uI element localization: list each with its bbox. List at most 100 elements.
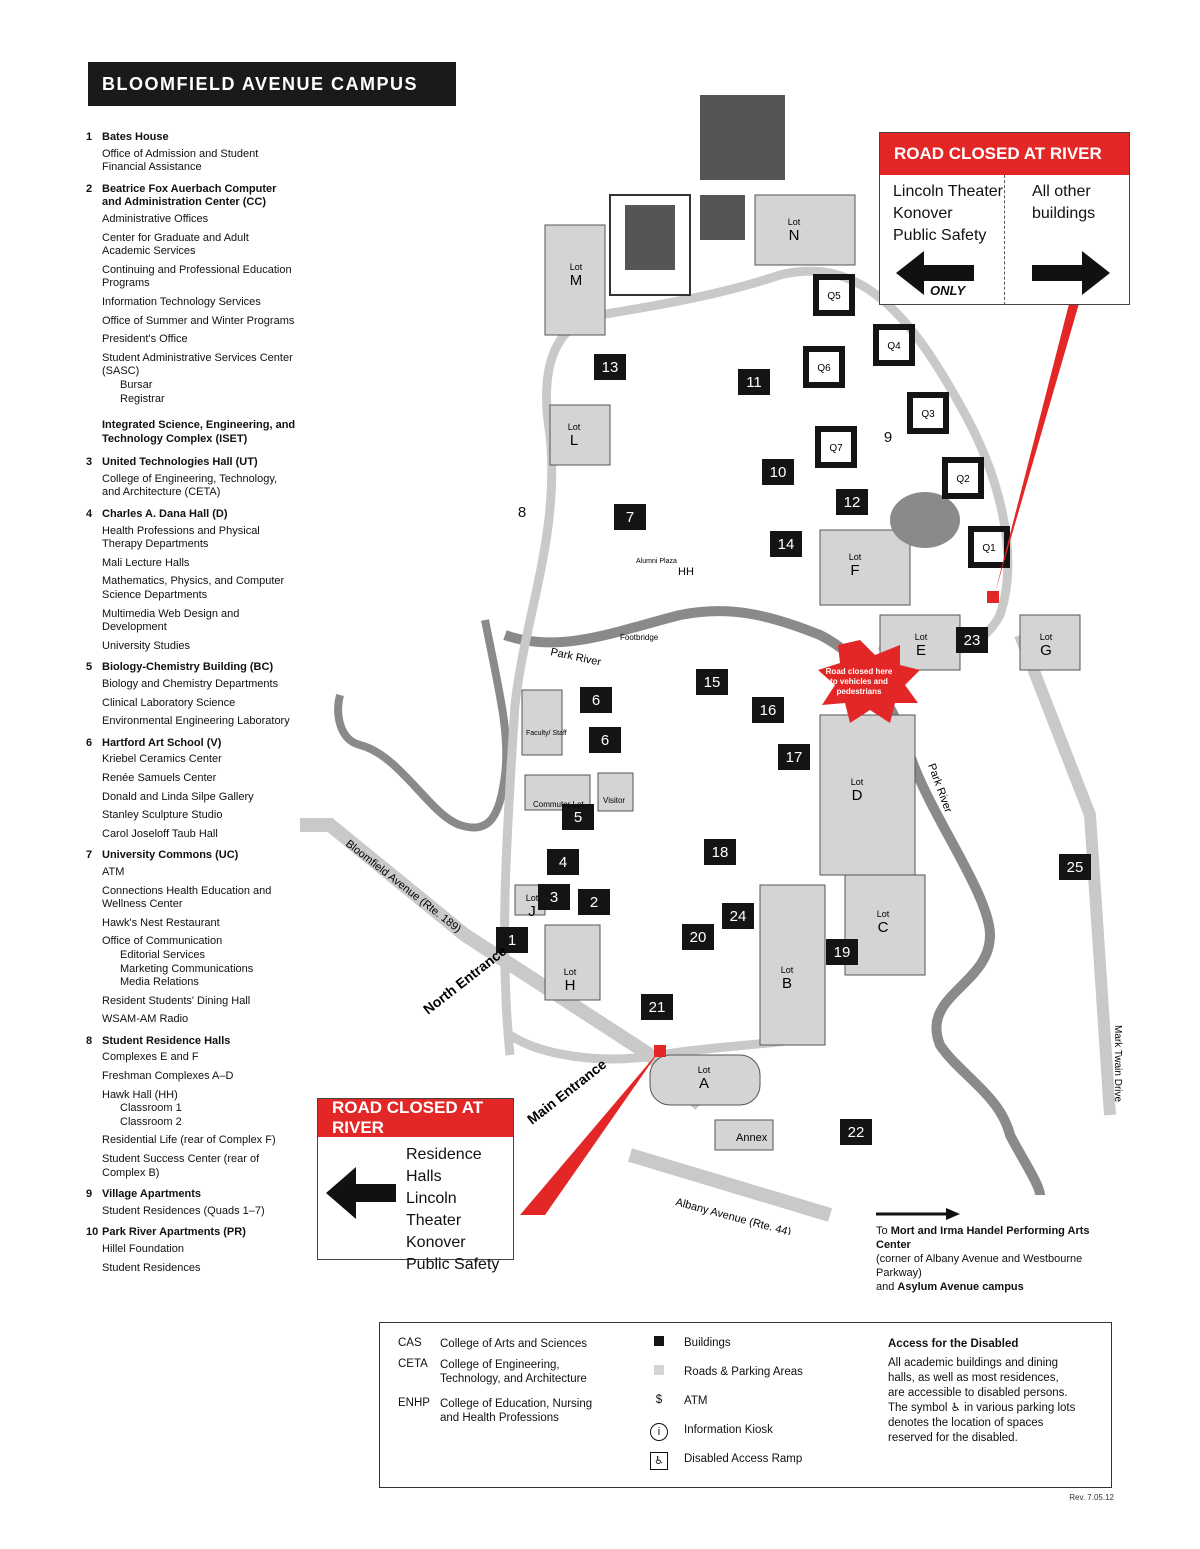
directory-entry-name: Hartford Art School (V) (102, 736, 222, 749)
building-shape (578, 889, 610, 915)
building-17: 17 (778, 744, 810, 770)
road-closed-burst-text: Road closed here (826, 667, 893, 676)
directory-item: Carol Joseloff Taub Hall (102, 827, 218, 840)
building-number: 16 (760, 702, 777, 719)
lot-d (819, 714, 916, 876)
lot-k-faculty (521, 689, 563, 756)
quad-shape (813, 274, 855, 316)
directory-item: Mali Lecture Halls (102, 556, 190, 569)
building-number: 4 (559, 854, 567, 871)
directory-entry-number: 6 (86, 736, 93, 749)
directory-entry-heading: 6 Hartford Art School (V) (86, 737, 298, 751)
directory-item: Student Residences (102, 1261, 201, 1274)
lot-letter: J (528, 903, 536, 920)
lot-letter: M (570, 272, 583, 289)
mark-twain-drive (1014, 632, 1116, 1116)
directory-item: Registrar (120, 392, 165, 405)
building-number: 14 (778, 536, 795, 553)
quad-label: Q1 (982, 543, 996, 554)
directory-entry-name: Integrated Science, Engineering, and Tec… (102, 419, 296, 445)
building-shape (580, 687, 612, 713)
directory-entry-name: University Commons (UC) (102, 849, 239, 862)
park-river-label: Park River (549, 646, 602, 668)
building-20: 20 (682, 924, 714, 950)
quad-shape (907, 392, 949, 434)
building-shape (752, 697, 784, 723)
lot-word: Lot (698, 1065, 711, 1075)
accessible-icon: ♿ (648, 1452, 670, 1470)
quad-q4: Q4 (873, 324, 915, 366)
building-3: 3 (538, 884, 570, 910)
lot-letter: B (782, 975, 792, 992)
lot-letter: N (789, 227, 800, 244)
callout-bottom-heading: ROAD CLOSED AT RIVER (318, 1098, 513, 1137)
directory-item: Stanley Sculpture Studio (102, 809, 223, 822)
lot-word: Lot (788, 217, 801, 227)
building-shape (547, 849, 579, 875)
directory-item: Kriebel Ceramics Center (102, 753, 222, 766)
footbridge-label: Footbridge (620, 633, 659, 642)
building-shape (956, 627, 988, 653)
building-19: 19 (826, 939, 858, 965)
lot-word: Lot (568, 422, 581, 432)
lot-f (819, 529, 911, 606)
building-shape (826, 939, 858, 965)
building-number: 6 (601, 732, 609, 749)
directory-item: Administrative Offices (102, 212, 209, 225)
building-number: 8 (518, 504, 526, 521)
pool (625, 205, 675, 270)
main-entrance-label: Main Entrance (524, 1056, 609, 1128)
directory-item: University Studies (102, 639, 191, 652)
lot-letter: A (699, 1075, 709, 1092)
directory-item: Center for Graduate and Adult Academic S… (102, 231, 249, 258)
lot-word: Lot (851, 777, 864, 787)
building-swatch (648, 1336, 670, 1349)
lot-a-annex (714, 1119, 774, 1151)
building-number: 10 (770, 464, 787, 481)
directory-entry-number (86, 419, 102, 446)
legend-abbreviation: ENHP (398, 1397, 430, 1409)
callout-top-only: ONLY (930, 283, 966, 298)
arrow-left-icon (326, 1167, 396, 1219)
revision-label: Rev. 7.05.12 (1069, 1493, 1114, 1502)
quad-q6: Q6 (803, 346, 845, 388)
lot-l (549, 404, 611, 466)
directory-item: Student Administrative Services Center (… (102, 351, 293, 378)
note-prefix-3: and (876, 1281, 898, 1293)
directory-entry-number: 10 (86, 1226, 99, 1239)
lot-letter: H (565, 977, 576, 994)
directory-item: Renée Samuels Center (102, 771, 217, 784)
building-shape (682, 924, 714, 950)
road-swatch (648, 1365, 670, 1378)
building-number: 19 (834, 944, 851, 961)
quad-q2: Q2 (942, 457, 984, 499)
access-text: All academic buildings and dining halls,… (888, 1357, 1076, 1444)
annex-label: Annex (736, 1132, 768, 1144)
callout-line: Residence Halls (406, 1146, 482, 1185)
directory-item: Multimedia Web Design and Development (102, 607, 240, 634)
building-shape (1059, 854, 1091, 880)
directory-entry-number: 5 (86, 661, 93, 674)
building-shape (496, 927, 528, 953)
directory-item: Connections Health Education and Wellnes… (102, 884, 272, 911)
building-shape (840, 1119, 872, 1145)
quad-shape (873, 324, 915, 366)
quad-q3: Q3 (907, 392, 949, 434)
lot-word: Lot (570, 262, 583, 272)
building-6: 6 (589, 727, 621, 753)
quad-label: Q2 (956, 474, 970, 485)
